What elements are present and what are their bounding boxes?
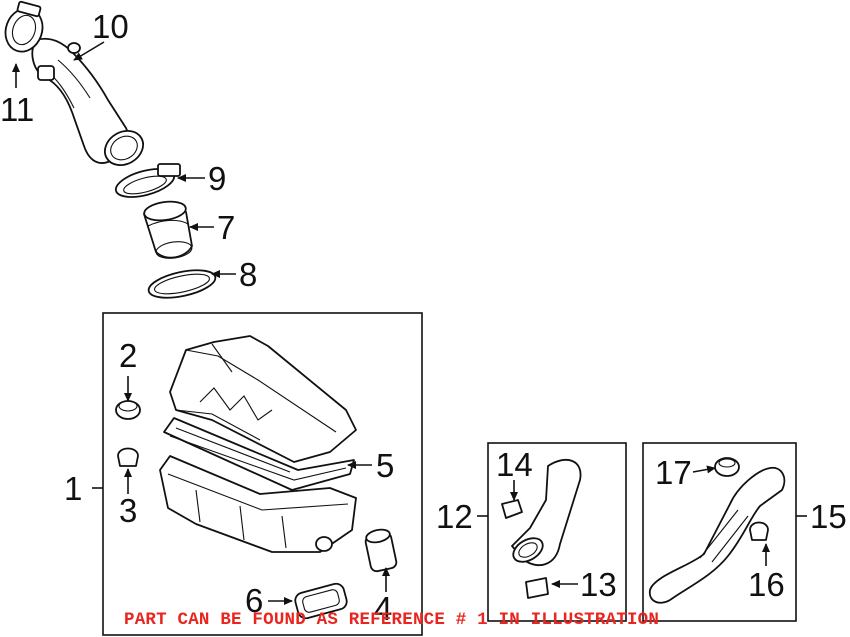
grommet-3 (117, 447, 139, 467)
callout-5: 5 (376, 447, 394, 484)
callout-8: 8 (239, 256, 257, 293)
intake-hose-12 (511, 458, 582, 567)
callout-4: 4 (374, 590, 392, 627)
callout-10: 10 (92, 8, 129, 45)
assembly-box-15 (642, 442, 797, 622)
assembly-box-12 (487, 442, 627, 622)
callout-12: 12 (436, 498, 473, 535)
grommet-2 (115, 400, 141, 420)
grommet-16 (749, 521, 769, 541)
intake-duct (31, 37, 144, 166)
callout-14: 14 (496, 446, 533, 483)
callout-11: 11 (0, 91, 34, 128)
air-filter-element (163, 417, 355, 491)
air-cleaner-housing (159, 455, 357, 553)
callout-2: 2 (119, 337, 137, 374)
grommet-17 (714, 457, 740, 477)
cap-4 (364, 528, 398, 573)
part-reference-notice: PART CAN BE FOUND AS REFERENCE # 1 IN IL… (124, 610, 660, 630)
callout-3: 3 (119, 492, 137, 529)
callout-9: 9 (208, 160, 226, 197)
cover-6 (294, 582, 348, 620)
outlet-hose-15 (648, 466, 786, 604)
callout-13: 13 (580, 566, 617, 603)
gasket-ring (147, 269, 217, 299)
callout-15: 15 (810, 498, 847, 535)
hose-clamp-9 (114, 163, 181, 198)
air-cleaner-lid (169, 335, 357, 463)
clip-14 (501, 499, 523, 519)
leader-lines (12, 41, 807, 605)
callout-7: 7 (217, 209, 235, 246)
assembly-box-1 (102, 312, 423, 636)
callout-16: 16 (748, 566, 785, 603)
hose-clamp-11 (4, 0, 44, 53)
callout-1: 1 (64, 470, 82, 507)
coupler-sleeve (143, 200, 193, 259)
clip-13 (525, 577, 549, 599)
callout-17: 17 (655, 454, 692, 491)
callout-6: 6 (245, 582, 263, 619)
